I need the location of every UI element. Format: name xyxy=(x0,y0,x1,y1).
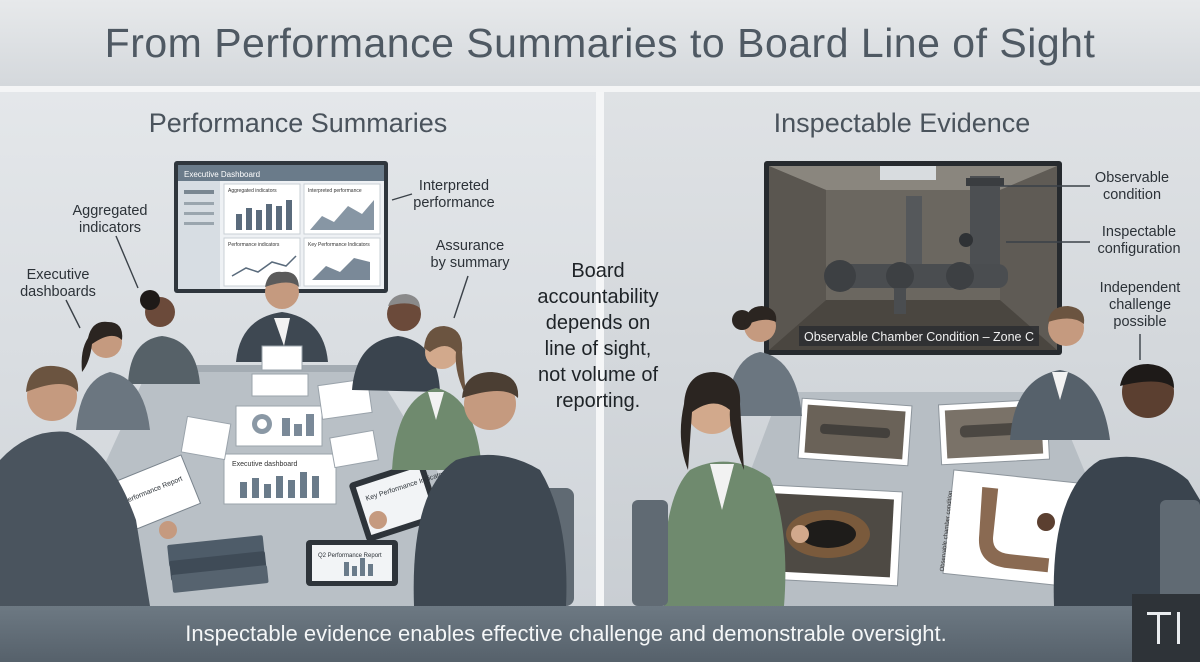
evidence-photos: Observable chamber condition xyxy=(749,397,1114,591)
label-independent-challenge: Independent challenge possible xyxy=(1099,280,1181,330)
title-divider xyxy=(0,86,1200,92)
right-panel-title: Inspectable Evidence xyxy=(773,108,1031,138)
title-bar: From Performance Summaries to Board Line… xyxy=(0,0,1200,86)
label-interpreted-performance: Interpreted performance xyxy=(413,178,495,211)
card2-title: Interpreted performance xyxy=(308,188,362,194)
left-leader-lines xyxy=(65,193,469,329)
label-observable-condition: Observable condition xyxy=(1094,170,1170,203)
panel-divider xyxy=(596,92,604,606)
label-executive-dashboards: Executive dashboards xyxy=(20,267,96,300)
chamber-caption: Observable Chamber Condition – Zone C xyxy=(804,330,1034,344)
ti-logo-mark xyxy=(1147,612,1180,644)
q2-tablet-doc: Q2 Performance Report xyxy=(318,553,382,559)
footer-bar: Inspectable evidence enables effective c… xyxy=(0,606,1200,662)
dashboard-header: Executive Dashboard xyxy=(184,170,260,179)
ti-logo xyxy=(1132,594,1200,662)
chamber-screen: Observable Chamber Condition – Zone C xyxy=(764,161,1062,355)
label-aggregated-indicators: Aggregated indicators xyxy=(72,203,148,236)
label-inspectable-configuration: Inspectable configuration xyxy=(1097,224,1181,257)
right-leader-lines xyxy=(1000,185,1141,360)
left-panel-title: Performance Summaries xyxy=(148,108,448,138)
card1-title: Aggregated indicators xyxy=(228,188,277,194)
exec-dashboard-doc: Executive dashboard xyxy=(232,461,297,468)
right-board-members xyxy=(632,306,1200,606)
page-title: From Performance Summaries to Board Line… xyxy=(104,19,1096,66)
dashboard-screen: Executive Dashboard Aggregated indicator… xyxy=(174,161,388,293)
center-statement: Board accountability depends on line of … xyxy=(537,260,659,412)
left-board-members xyxy=(0,271,574,606)
card3-title: Performance indicators xyxy=(228,242,280,248)
card4-title: Key Performance Indicators xyxy=(308,242,370,248)
label-assurance-by-summary: Assurance by summary xyxy=(430,238,510,271)
footer-text: Inspectable evidence enables effective c… xyxy=(185,621,947,646)
